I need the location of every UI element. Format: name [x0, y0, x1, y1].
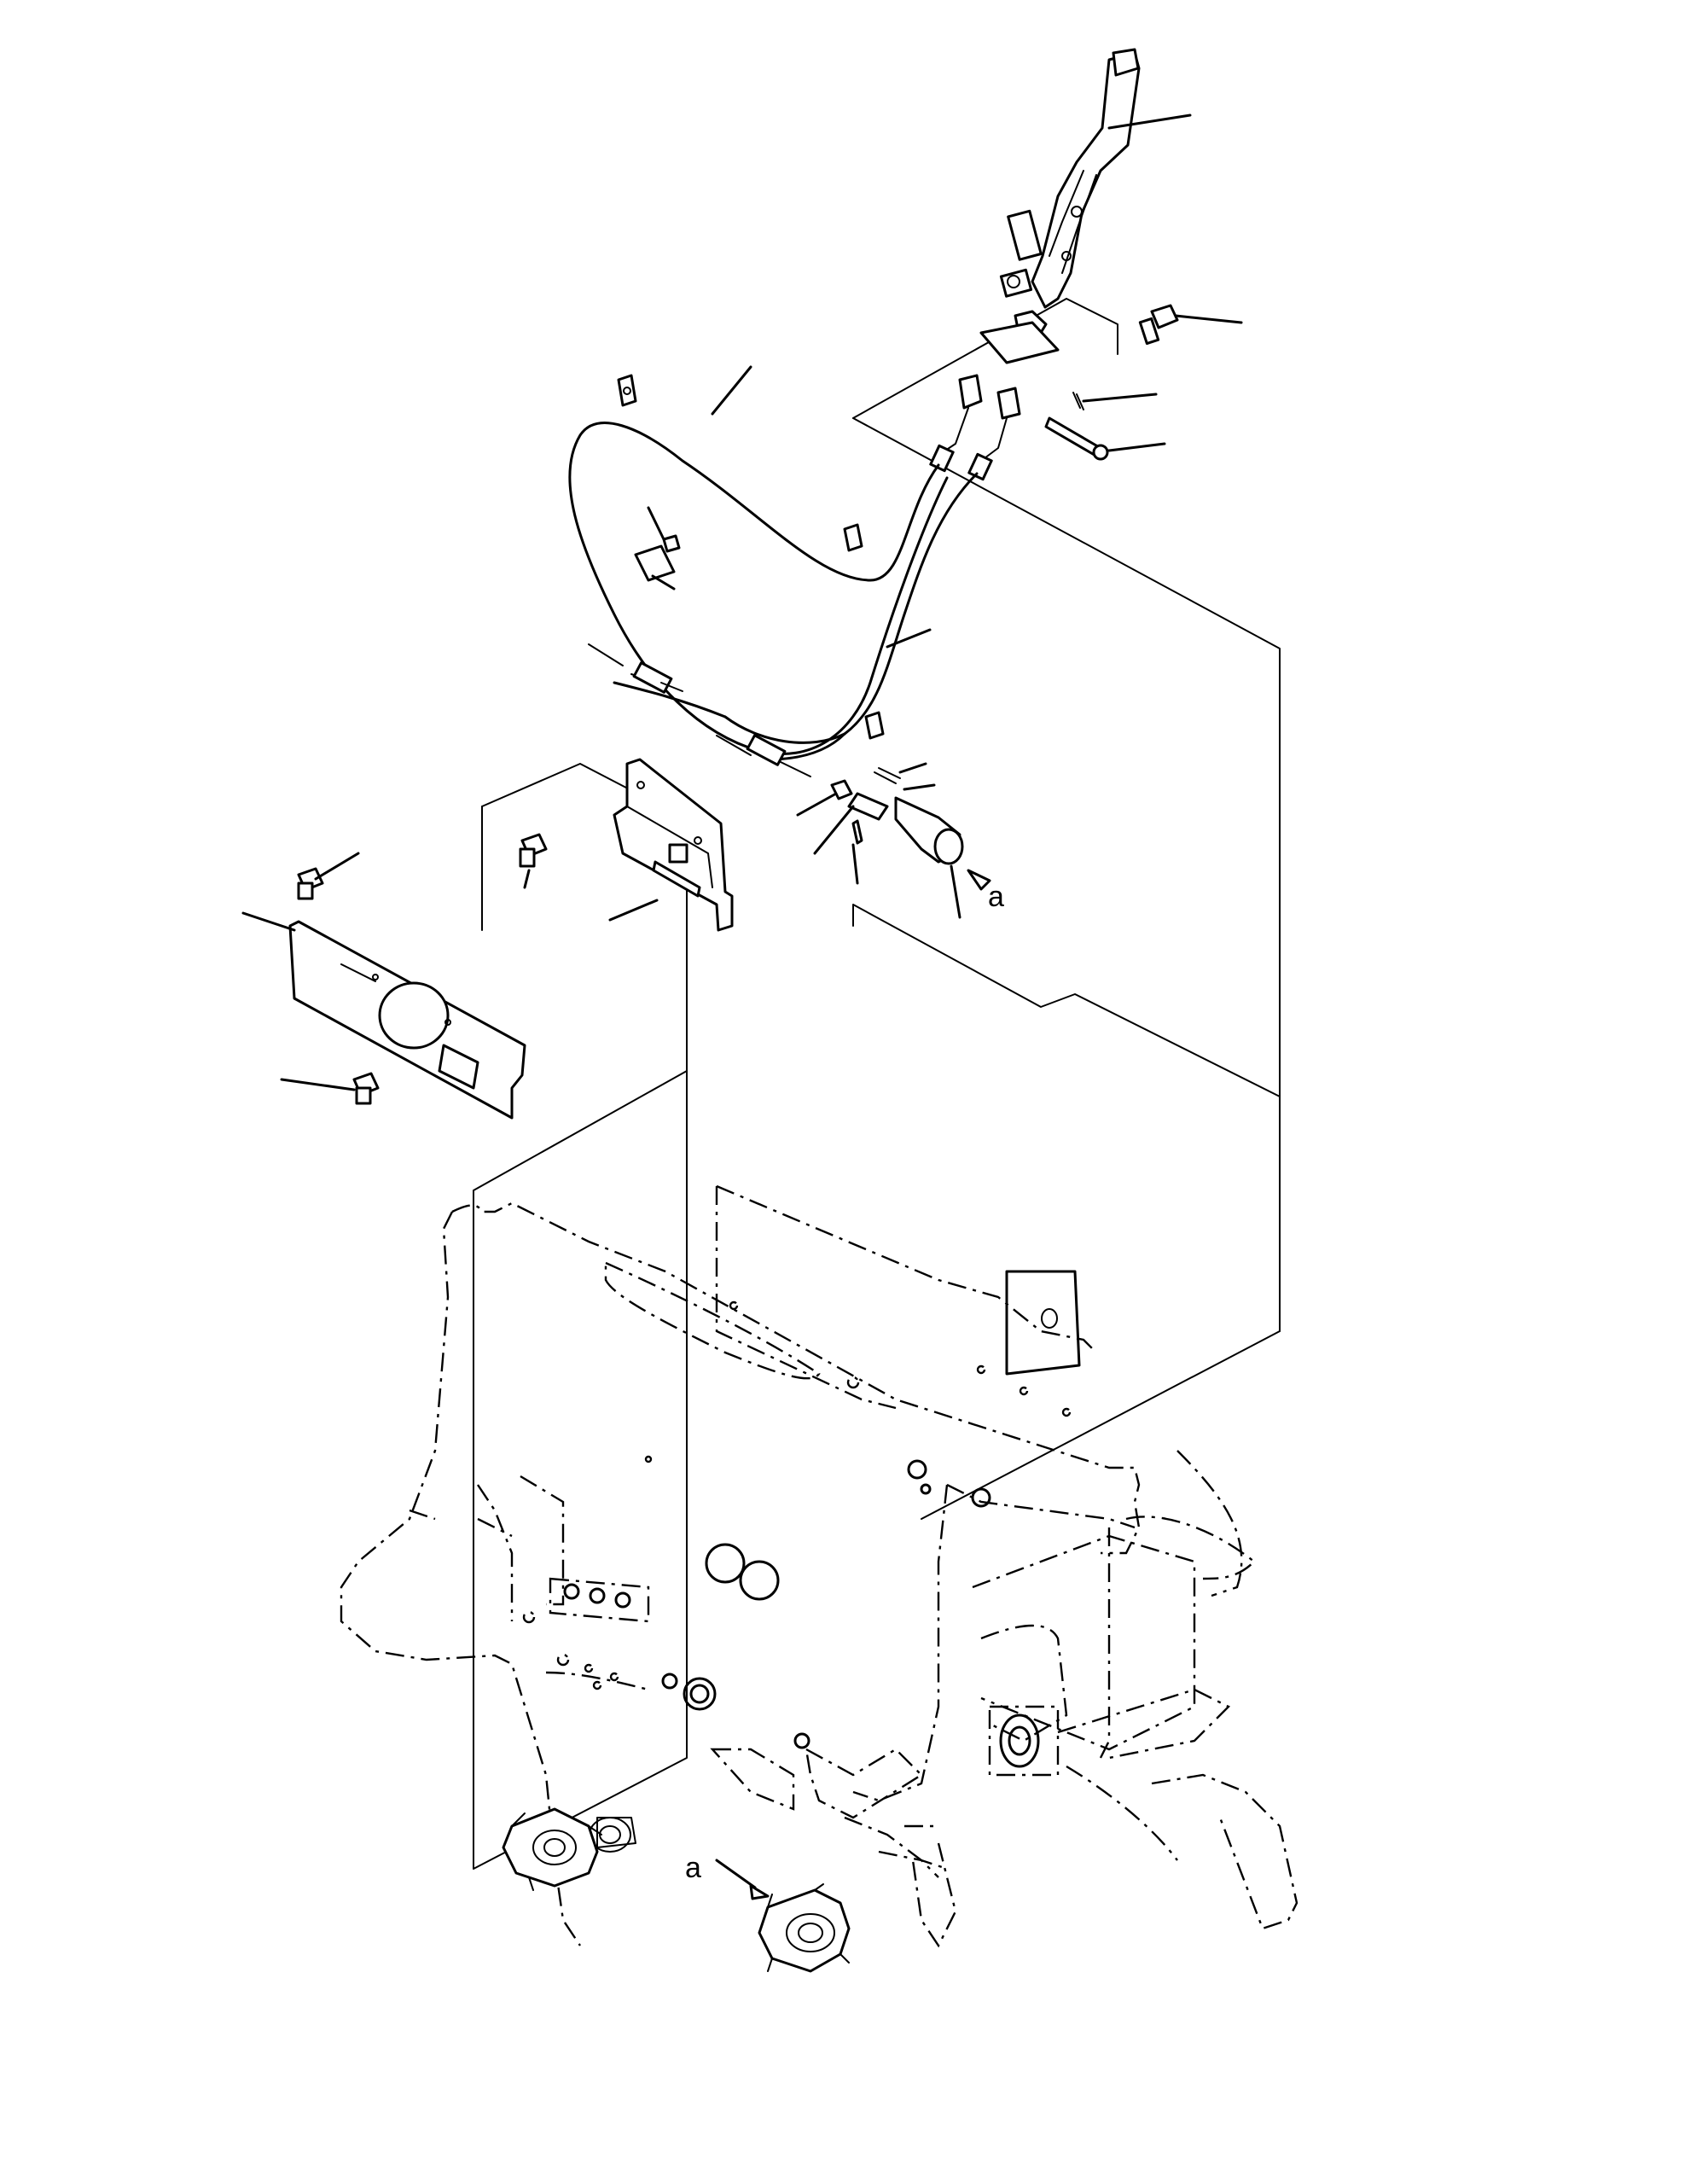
bracket-bolts — [280, 833, 548, 1105]
cable-clamps — [617, 374, 885, 740]
leader-bolt-cover-top — [314, 852, 360, 881]
leader-clamp — [651, 574, 676, 591]
leader-plate — [813, 805, 855, 855]
leader-bolt-bracket — [523, 869, 531, 889]
cover-plate — [241, 911, 526, 1120]
bolt-upper-right — [1138, 304, 1243, 346]
view-label-a-lower: a — [685, 1852, 701, 1884]
brake-cables — [568, 365, 979, 777]
handle-small-parts — [796, 762, 991, 919]
brake-unit-detail-a — [715, 1859, 851, 1973]
brake-unit-left — [502, 1807, 602, 1891]
leader-bolt-upper — [1174, 314, 1243, 324]
leader-clamp-bolt — [647, 506, 665, 541]
leader-cotter — [1082, 393, 1158, 403]
leader-lever — [1107, 113, 1192, 130]
leader-pin-small-c — [851, 843, 859, 885]
cable-clevises — [929, 374, 1021, 481]
view-label-a-upper: a — [988, 881, 1004, 913]
leader-cover — [241, 911, 296, 932]
assembly-phantom-lines — [473, 298, 1281, 1870]
main-frame — [340, 1184, 1298, 1948]
leader-pin-small-b — [903, 783, 936, 791]
leader-bracket — [608, 899, 659, 922]
leader-bolt-cover-bottom — [280, 1078, 356, 1091]
leader-pin-small-a — [898, 762, 927, 774]
leader-cable-2 — [886, 628, 932, 649]
leader-cable-1 — [711, 365, 752, 416]
pin-and-cotter — [1044, 392, 1166, 461]
leader-nut — [796, 792, 838, 817]
leader-handle — [950, 864, 961, 919]
brake-lever-assembly — [979, 48, 1192, 364]
bracket — [608, 758, 734, 932]
leader-pin — [1107, 442, 1166, 452]
